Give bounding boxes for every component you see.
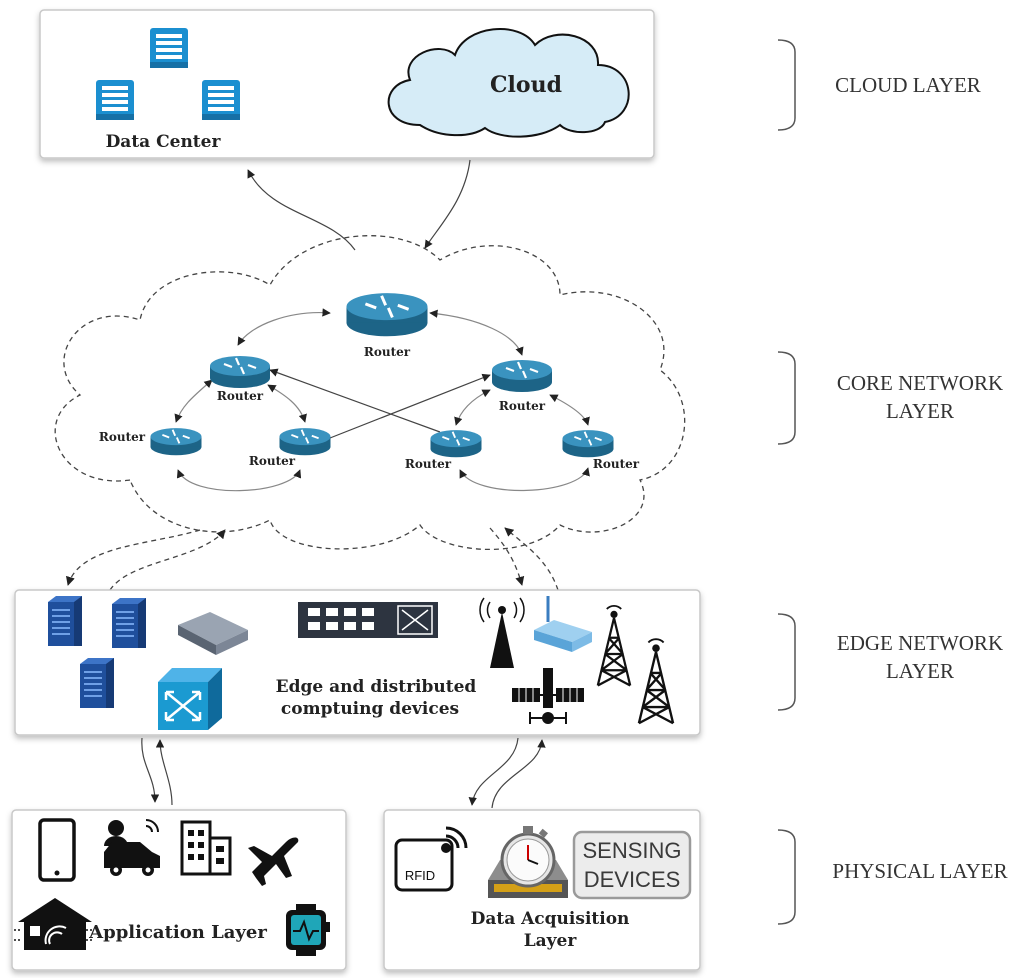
dashed-arrow-edge-to-core-right — [504, 527, 559, 591]
cloud-layer-name: CLOUD LAYER — [835, 73, 981, 97]
router-label-top: Router — [364, 345, 411, 359]
cloud-layer-brace — [777, 39, 796, 131]
dashed-arrow-edge-to-core-left — [109, 529, 226, 591]
edge-caption-line1: Edge and distributed — [276, 677, 477, 697]
rfid-label: RFID — [405, 868, 435, 883]
sensing-devices-badge — [572, 830, 692, 900]
cloud-label: Cloud — [490, 72, 562, 98]
core-layer-name-line1: CORE NETWORK — [837, 371, 1003, 395]
building-icon — [180, 820, 232, 876]
router-far-right — [561, 429, 615, 459]
arrow-core-to-datacenter — [247, 169, 356, 251]
application-layer-label: Application Layer — [88, 922, 267, 943]
acquisition-label-line1: Data Acquisition — [471, 909, 630, 929]
edge-layer-name-line2: LAYER — [886, 659, 954, 683]
airplane-icon — [248, 837, 299, 886]
router-label-far-right: Router — [593, 457, 640, 471]
physical-layer-brace — [777, 829, 796, 925]
acquisition-label-line2: Layer — [524, 931, 578, 951]
arrow-edge-to-acquisition — [468, 737, 519, 806]
network-switch-icon — [298, 602, 438, 638]
arrow-acquisition-to-edge — [491, 739, 546, 809]
antenna-tower-icon — [479, 597, 525, 668]
router-top — [345, 291, 429, 338]
switch-cube-icon — [158, 668, 222, 730]
stopwatch-sensor-icon — [488, 826, 568, 898]
router-center-left — [278, 427, 332, 457]
dashed-arrow-core-to-edge-left — [66, 529, 201, 586]
core-layer-name-line2: LAYER — [886, 399, 954, 423]
sensing-label-line2: DEVICES — [584, 867, 681, 892]
core-network-cloud — [54, 235, 686, 551]
physical-layer-name: PHYSICAL LAYER — [832, 859, 1007, 883]
router-right-upper — [490, 358, 554, 394]
arrow-cloud-to-core — [424, 159, 471, 249]
data-center-label: Data Center — [106, 132, 222, 152]
application-layer-box — [11, 809, 347, 971]
router-label-center-right: Router — [405, 457, 452, 471]
sensing-label-line1: SENSING — [582, 838, 681, 863]
smartphone-icon — [38, 818, 76, 882]
rfid-icon — [394, 826, 468, 892]
wifi-router-icon — [534, 596, 592, 652]
router-label-far-left: Router — [99, 430, 146, 444]
core-layer-brace — [777, 351, 796, 445]
router-label-right-upper: Router — [499, 399, 546, 413]
edge-layer-brace — [777, 613, 796, 711]
edge-layer-name-line1: EDGE NETWORK — [837, 631, 1003, 655]
satellite-icon — [512, 668, 584, 724]
smart-home-icon — [14, 898, 94, 950]
dashed-arrow-core-to-edge-right — [489, 527, 525, 586]
smartwatch-icon — [286, 904, 330, 956]
arrow-application-to-edge — [155, 739, 173, 806]
arrow-edge-to-application — [141, 737, 160, 803]
router-label-center-left: Router — [249, 454, 296, 468]
router-links — [174, 308, 590, 492]
router-center-right — [429, 429, 483, 459]
router-left-upper — [208, 354, 272, 390]
router-far-left — [149, 427, 203, 457]
connected-car-icon — [104, 819, 160, 876]
cloud-icon — [387, 28, 630, 138]
edge-caption-line2: comptuing devices — [281, 699, 459, 719]
router-label-left-upper: Router — [217, 389, 264, 403]
